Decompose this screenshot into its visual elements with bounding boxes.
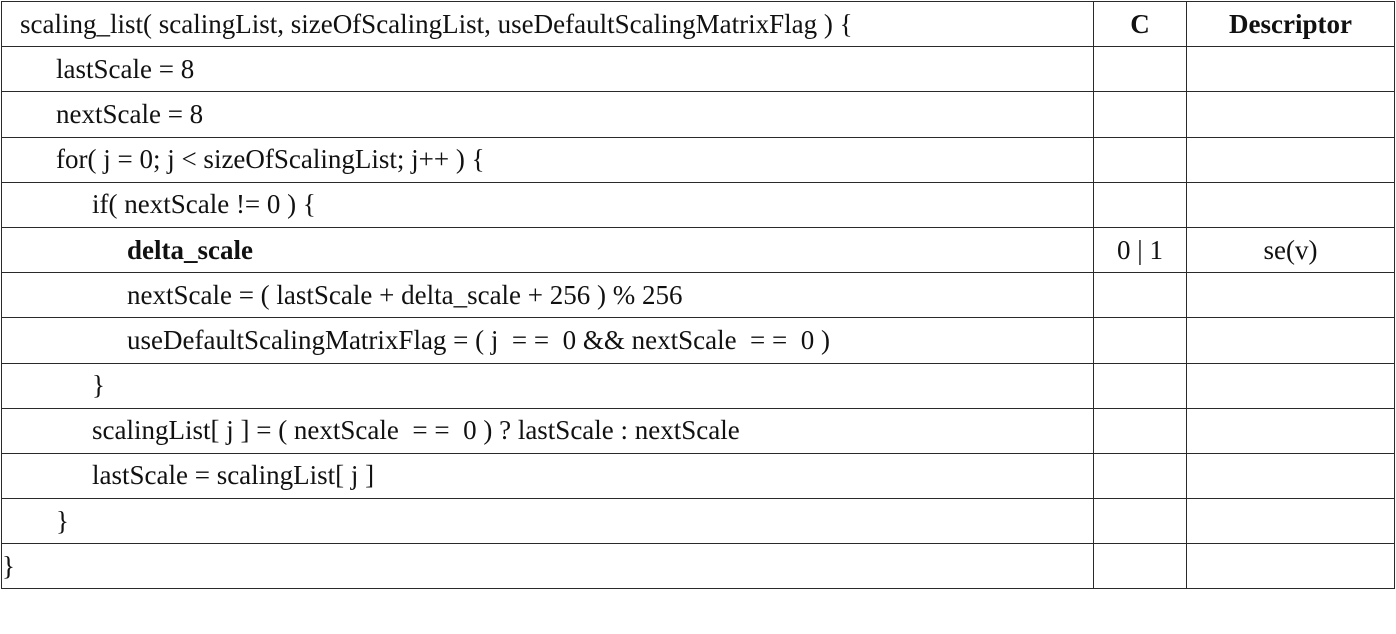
- table-row: }: [1, 543, 1395, 590]
- category-cell: 0 | 1: [1093, 226, 1187, 274]
- descriptor-cell: [1186, 181, 1395, 228]
- category-cell: [1093, 543, 1187, 590]
- syntax-cell: scalingList[ j ] = ( nextScale = = 0 ) ?…: [1, 407, 1094, 454]
- syntax-cell: useDefaultScalingMatrixFlag = ( j = = 0 …: [1, 317, 1094, 364]
- descriptor-cell: [1186, 136, 1395, 183]
- category-cell: [1093, 181, 1187, 228]
- table-row: nextScale = ( lastScale + delta_scale + …: [1, 272, 1395, 319]
- category-cell: [1093, 46, 1187, 93]
- table-header-row: scaling_list( scalingList, sizeOfScaling…: [1, 0, 1395, 48]
- table-row: lastScale = scalingList[ j ]: [1, 452, 1395, 500]
- syntax-cell: nextScale = 8: [1, 91, 1094, 138]
- syntax-header: scaling_list( scalingList, sizeOfScaling…: [1, 0, 1094, 48]
- syntax-cell: nextScale = ( lastScale + delta_scale + …: [1, 272, 1094, 319]
- descriptor-cell: [1186, 46, 1395, 93]
- syntax-cell: }: [1, 543, 1094, 590]
- table-row: nextScale = 8: [1, 91, 1395, 138]
- table-row: lastScale = 8: [1, 46, 1395, 93]
- descriptor-cell: [1186, 407, 1395, 454]
- table-row: }: [1, 362, 1395, 409]
- table-row: }: [1, 498, 1395, 545]
- syntax-cell: }: [1, 498, 1094, 545]
- category-cell: [1093, 498, 1187, 545]
- table-row: for( j = 0; j < sizeOfScalingList; j++ )…: [1, 136, 1395, 183]
- category-cell: [1093, 91, 1187, 138]
- syntax-table: scaling_list( scalingList, sizeOfScaling…: [1, 0, 1395, 590]
- category-header: C: [1093, 0, 1187, 48]
- category-cell: [1093, 407, 1187, 454]
- descriptor-cell: [1186, 362, 1395, 409]
- descriptor-cell: se(v): [1186, 226, 1395, 274]
- descriptor-cell: [1186, 272, 1395, 319]
- syntax-cell: if( nextScale != 0 ) {: [1, 181, 1094, 228]
- descriptor-cell: [1186, 452, 1395, 500]
- syntax-cell: for( j = 0; j < sizeOfScalingList; j++ )…: [1, 136, 1094, 183]
- category-cell: [1093, 317, 1187, 364]
- category-cell: [1093, 136, 1187, 183]
- category-cell: [1093, 452, 1187, 500]
- table-row: if( nextScale != 0 ) {: [1, 181, 1395, 228]
- syntax-cell: }: [1, 362, 1094, 409]
- category-cell: [1093, 272, 1187, 319]
- table-row: useDefaultScalingMatrixFlag = ( j = = 0 …: [1, 317, 1395, 364]
- descriptor-header: Descriptor: [1186, 0, 1395, 48]
- table-row: scalingList[ j ] = ( nextScale = = 0 ) ?…: [1, 407, 1395, 454]
- descriptor-cell: [1186, 317, 1395, 364]
- syntax-cell: delta_scale: [1, 226, 1094, 274]
- descriptor-cell: [1186, 498, 1395, 545]
- category-cell: [1093, 362, 1187, 409]
- syntax-cell: lastScale = scalingList[ j ]: [1, 452, 1094, 500]
- descriptor-cell: [1186, 543, 1395, 590]
- syntax-cell: lastScale = 8: [1, 46, 1094, 93]
- descriptor-cell: [1186, 91, 1395, 138]
